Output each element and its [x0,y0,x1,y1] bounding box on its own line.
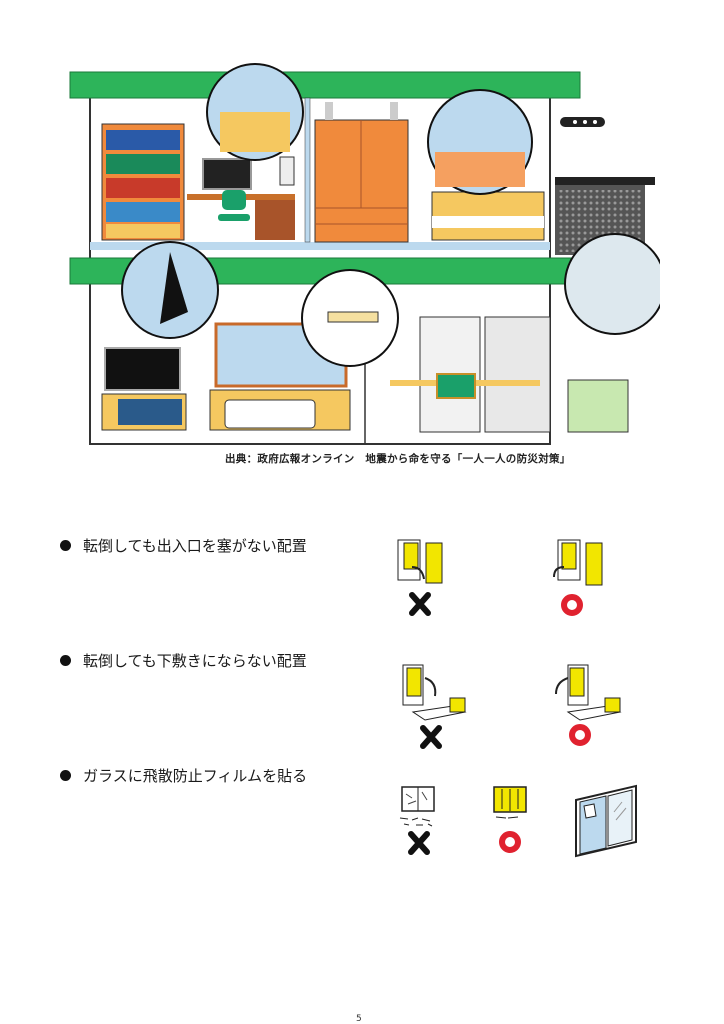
bookshelf [101,123,185,241]
circle-mark-icon [499,831,521,853]
bullet-icon [60,655,71,666]
ng-cabinet-falls-on-bed-illustration [402,664,467,749]
roof-beam [69,71,581,99]
tip-row-1: 転倒しても出入口を塞がない配置 [60,535,307,556]
tv-and-stand [101,347,187,431]
tip-text: 転倒しても下敷きにならない配置 [83,652,307,670]
ng-cabinet-blocks-door-illustration [397,539,443,616]
bed [431,191,545,241]
desk-and-chair [187,156,295,240]
tip-row-2: 転倒しても下敷きにならない配置 [60,650,307,671]
floor-slab [90,242,550,250]
window-with-film-illustration [575,784,637,858]
page-number: 5 [356,1014,362,1024]
wardrobe [314,102,409,243]
circle-mark-icon [569,724,591,746]
cross-mark-icon [420,725,442,749]
zoom-bubble-fridge-strap [564,233,660,335]
ok-film-holds-glass-illustration [493,786,527,853]
wall-bracket [560,117,605,127]
ok-cabinet-away-from-door-illustration [553,539,603,616]
ng-shattered-glass-illustration [399,786,435,855]
bullet-icon [60,540,71,551]
circle-mark-icon [561,594,583,616]
ok-cabinet-falls-away-from-bed-illustration [555,664,622,746]
tip-text: ガラスに飛散防止フィルムを貼る [83,767,308,785]
dining-set [390,316,629,433]
house-cutaway-illustration [69,63,660,445]
tip-text: 転倒しても出入口を塞がない配置 [83,537,307,555]
source-caption: 出典：政府広報オンライン 地震から命を守る「一人一人の防災対策」 [225,453,571,465]
bullet-icon [60,770,71,781]
cross-mark-icon [408,831,430,855]
tip-row-3: ガラスに飛散防止フィルムを貼る [60,765,307,786]
cross-mark-icon [409,592,431,616]
